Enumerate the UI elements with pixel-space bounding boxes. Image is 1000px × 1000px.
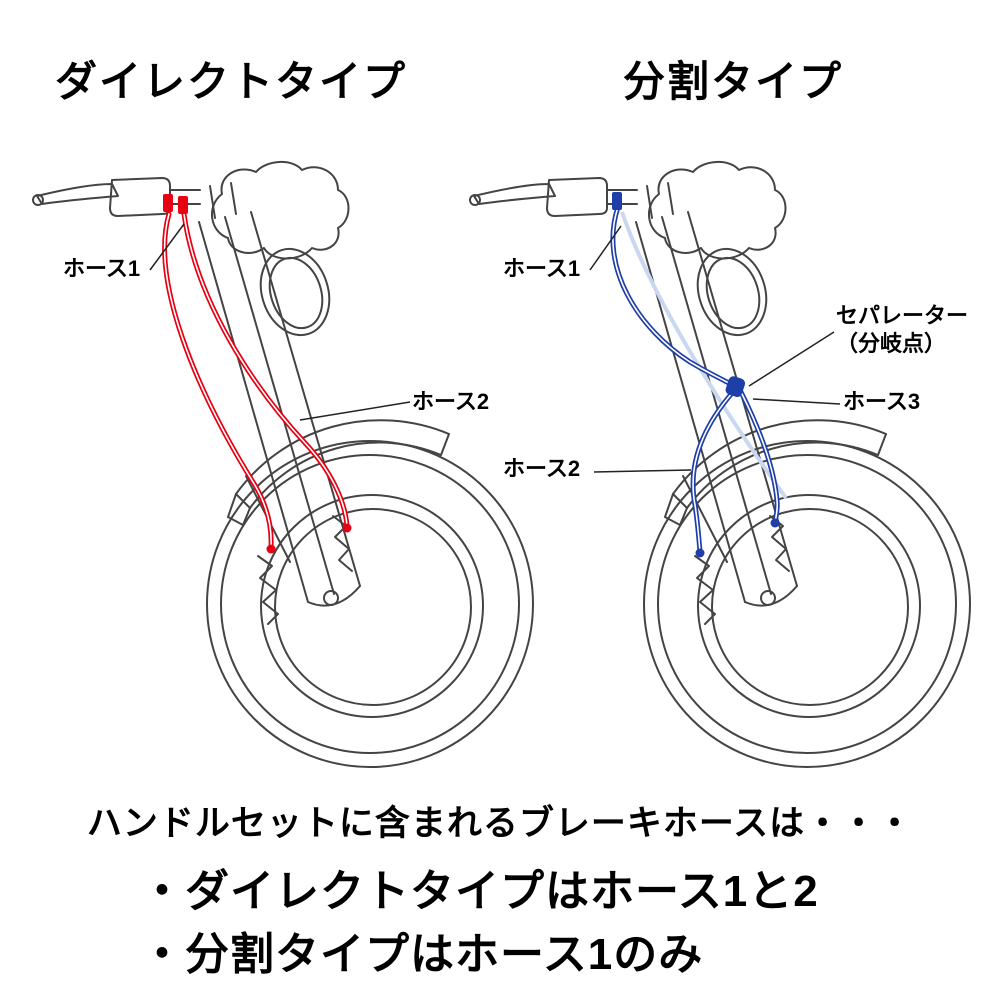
right-caliper-fitting-1 xyxy=(695,548,705,558)
hoses-right xyxy=(610,204,780,555)
footer-bullet-split: ・分割タイプはホース1のみ xyxy=(140,930,704,979)
left-caliper-fitting-1 xyxy=(266,544,276,554)
label-separator: セパレーター （分岐点） xyxy=(836,302,968,357)
label-right-hose1: ホース1 xyxy=(503,256,581,281)
hoses-left xyxy=(162,211,350,550)
label-left-hose1: ホース1 xyxy=(63,256,141,281)
left-banjo-fitting-2 xyxy=(178,196,188,214)
right-ghost-hose xyxy=(620,211,788,500)
right-caliper-fitting-2 xyxy=(770,518,780,528)
left-hose2-core xyxy=(183,213,348,527)
title-direct-type: ダイレクトタイプ xyxy=(55,58,408,105)
right-banjo-fitting xyxy=(612,192,622,210)
leader-lines-left xyxy=(149,223,411,421)
left-banjo-fitting-1 xyxy=(163,194,173,212)
footer-intro-text: ハンドルセットに含まれるブレーキホースは・・・ xyxy=(86,804,914,843)
leader-left-hose2 xyxy=(299,401,411,421)
right-hose3-core xyxy=(740,391,779,523)
label-right-hose2: ホース2 xyxy=(503,456,581,481)
leader-left-hose1 xyxy=(149,223,185,271)
fittings-right xyxy=(612,192,780,558)
left-caliper-fitting-2 xyxy=(342,523,352,533)
separator-fitting xyxy=(725,376,746,397)
leader-right-hose1 xyxy=(589,225,622,271)
label-right-hose3: ホース3 xyxy=(843,389,921,414)
bike-left-lineart xyxy=(32,160,534,768)
leader-right-hose2 xyxy=(593,469,692,473)
title-split-type: 分割タイプ xyxy=(623,58,844,105)
fittings-left xyxy=(163,194,352,554)
right-hose1-core xyxy=(612,206,735,387)
leader-lines-right xyxy=(589,225,841,473)
leader-right-hose3 xyxy=(752,398,841,405)
footer-bullet-direct: ・ダイレクトタイプはホース1と2 xyxy=(140,867,819,916)
left-hose1-core xyxy=(163,213,272,548)
right-hose2-core xyxy=(692,391,734,553)
leader-separator xyxy=(748,331,835,387)
label-left-hose2: ホース2 xyxy=(412,389,490,414)
label-separator-line1: セパレーター xyxy=(836,303,969,328)
label-separator-line2: （分岐点） xyxy=(836,330,947,356)
